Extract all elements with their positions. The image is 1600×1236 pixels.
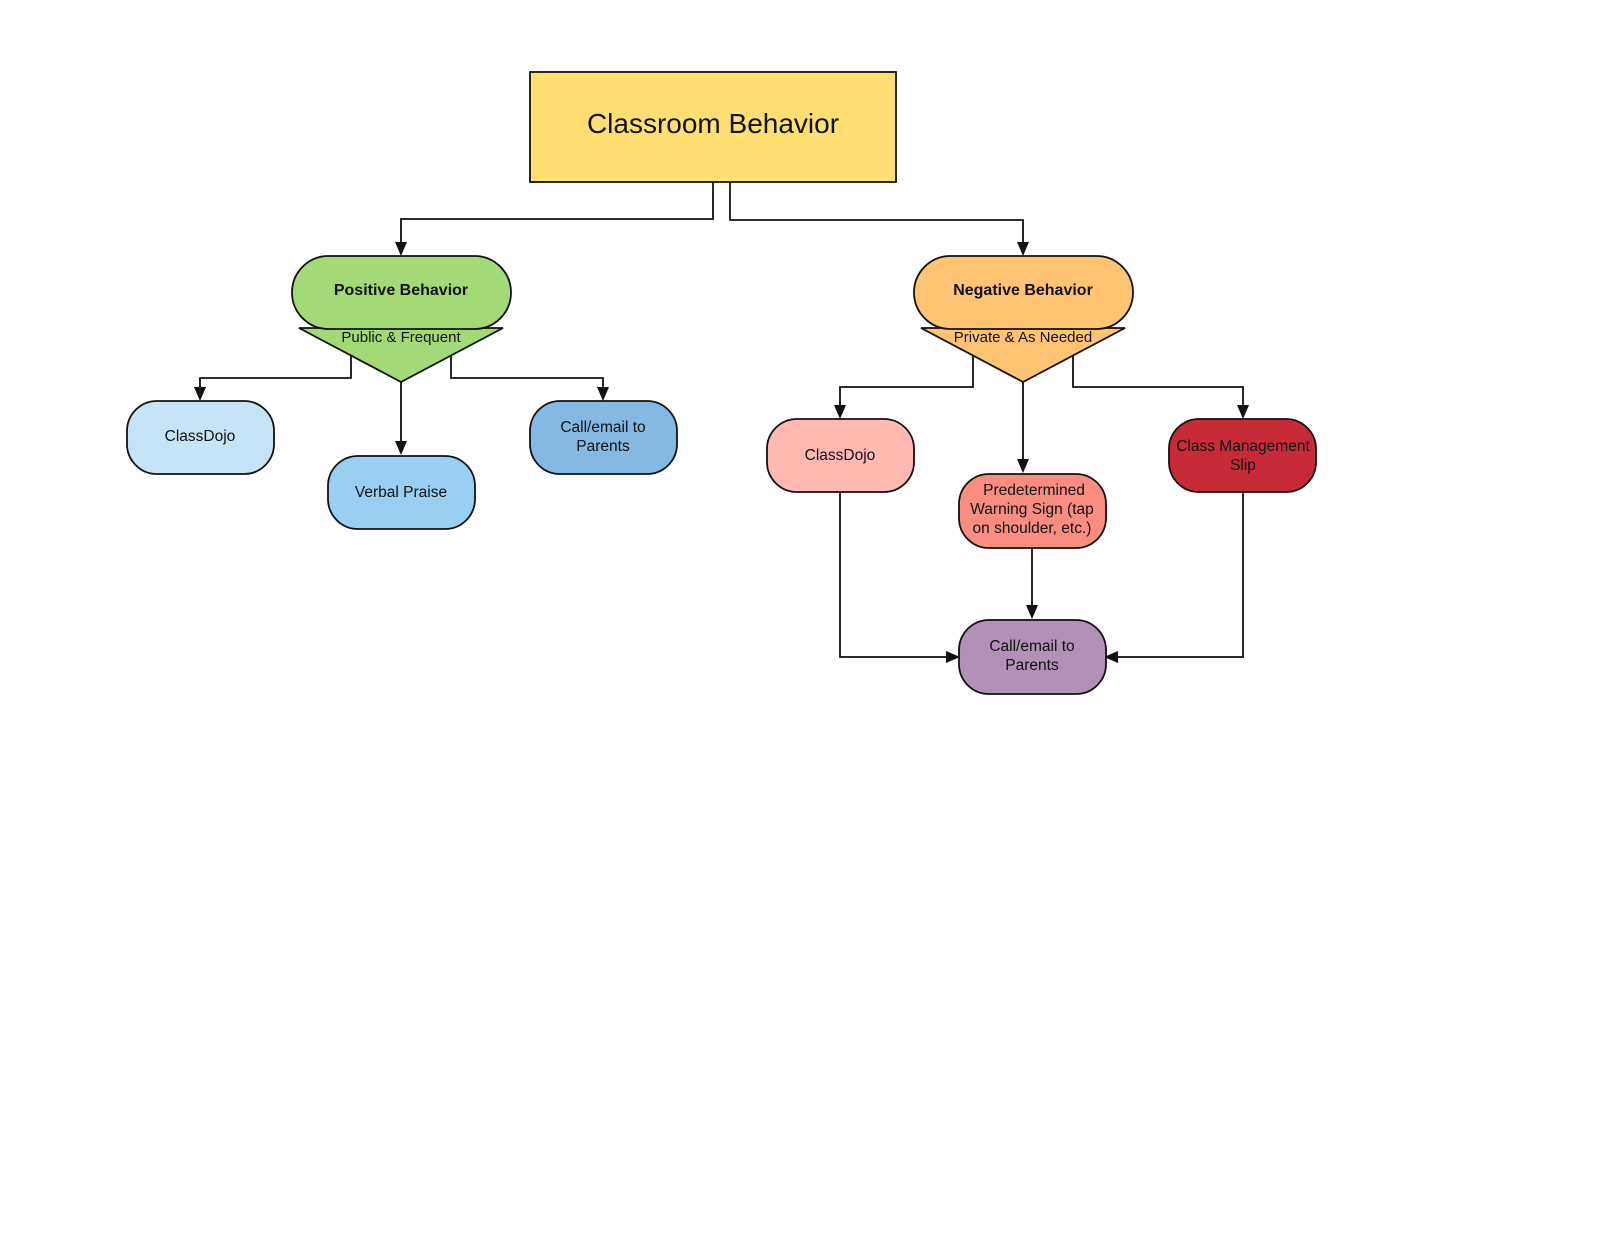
neg-call-pill [958,619,1107,695]
negative-pill [913,255,1134,330]
warning-sign-label-line-3: on shoulder, etc.) [973,520,1092,537]
warning-sign-pill [958,473,1107,549]
connectors [194,182,1249,663]
warning-sign-label-line-2: Warning Sign (tap [970,501,1094,518]
positive-pill [291,255,512,330]
class-slip-pill [1168,418,1317,493]
connector-slip-to-call [1114,492,1244,658]
verbal-praise-label: Verbal Praise [355,484,447,501]
arrowhead-negative [1017,242,1029,256]
positive-subtitle: Public & Frequent [341,329,461,346]
connector-title-to-negative [729,182,1024,245]
arrowhead-slip [1237,405,1249,419]
connector-positive-to-classdojo [199,356,352,390]
neg-classdojo-label: ClassDojo [805,447,876,464]
warning-sign-node: Predetermined Warning Sign (tap on shoul… [958,473,1107,549]
arrowhead-warning [1017,459,1029,473]
class-slip-label-line-2: Slip [1230,457,1256,474]
verbal-praise-pill [327,455,476,530]
neg-call-node: Call/email to Parents [958,619,1107,695]
arrowhead-warning-call [1026,605,1038,619]
neg-call-label-line-1: Call/email to [989,638,1074,655]
positive-label: Positive Behavior [334,282,468,299]
connector-title-to-positive [400,182,714,245]
arrowhead-neg-classdojo [834,405,846,419]
title-label: Classroom Behavior [587,108,839,139]
pos-classdojo-pill [126,400,275,475]
arrowhead-verbal-praise [395,441,407,455]
negative-subtitle: Private & As Needed [954,329,1092,346]
title-box: Classroom Behavior [529,71,897,183]
connector-positive-to-call [450,356,604,390]
arrowhead-pos-call [597,387,609,401]
positive-behavior-node: Positive Behavior Public & Frequent [291,255,512,384]
negative-behavior-node: Negative Behavior Private & As Needed [913,255,1134,384]
pos-call-label-line-1: Call/email to [560,419,645,436]
arrowhead-pos-classdojo [194,387,206,401]
arrowhead-positive [395,242,407,256]
pos-classdojo-node: ClassDojo [126,400,275,475]
verbal-praise-node: Verbal Praise [327,455,476,530]
arrowhead-classdojo-call [946,651,960,663]
pos-call-pill [529,400,678,475]
neg-classdojo-node: ClassDojo [766,418,915,493]
warning-sign-label-line-1: Predetermined [983,482,1085,499]
negative-label: Negative Behavior [953,282,1093,299]
pos-classdojo-label: ClassDojo [165,428,236,445]
title-rect [529,71,897,183]
class-slip-node: Class Management Slip [1168,418,1317,493]
neg-classdojo-pill [766,418,915,493]
pos-call-label-line-2: Parents [576,438,630,455]
connector-classdojo-to-call [839,492,950,658]
connector-negative-to-classdojo [839,356,974,408]
arrowhead-slip-call [1104,651,1118,663]
neg-call-label-line-2: Parents [1005,657,1059,674]
class-slip-label-line-1: Class Management [1176,438,1310,455]
connector-negative-to-slip [1072,356,1244,408]
pos-call-node: Call/email to Parents [529,400,678,475]
